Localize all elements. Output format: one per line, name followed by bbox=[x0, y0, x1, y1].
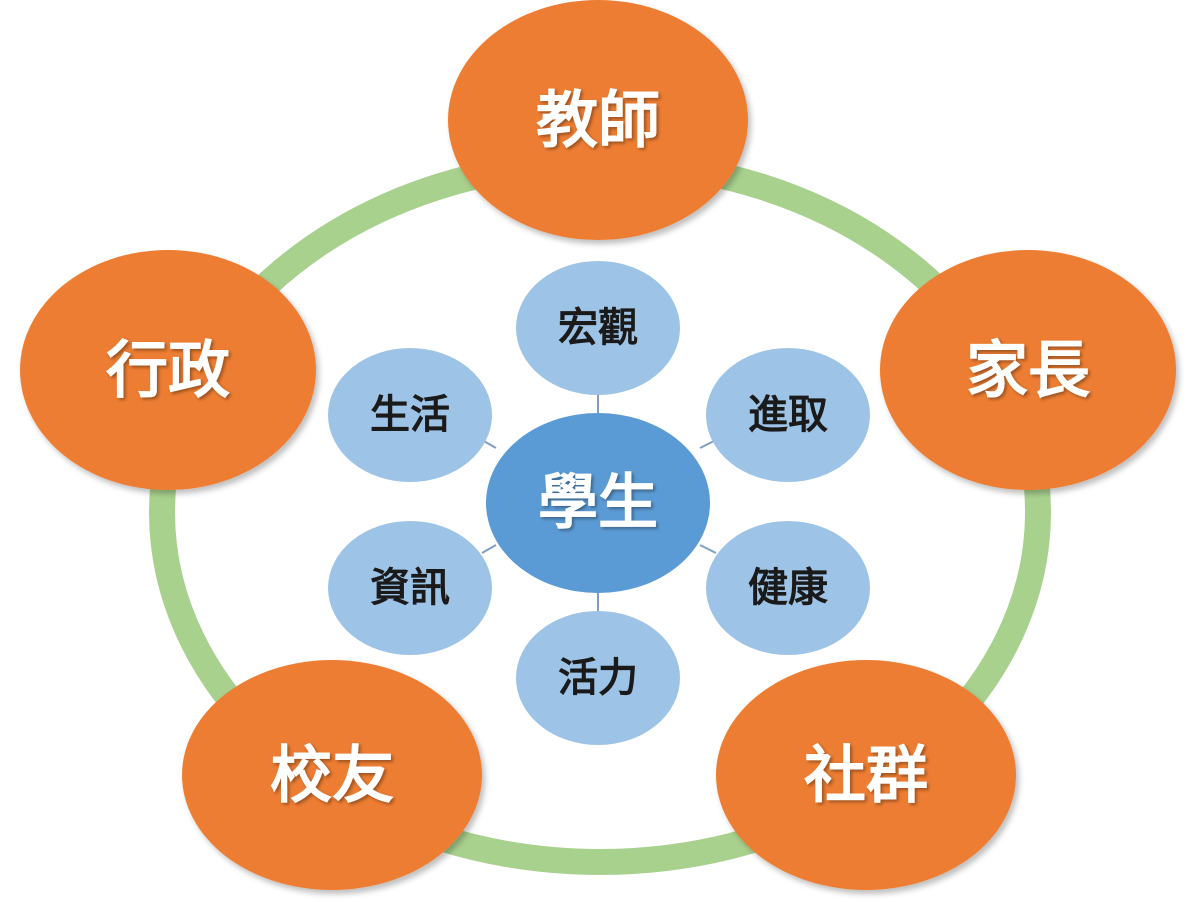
inner-node-health: 健康 bbox=[706, 521, 870, 655]
outer-node-label: 校友 bbox=[270, 739, 394, 812]
inner-node-shape bbox=[706, 521, 870, 655]
center-node-shape bbox=[486, 413, 710, 593]
outer-node-label: 教師 bbox=[536, 84, 660, 157]
inner-node-label: 宏觀 bbox=[558, 305, 638, 351]
outer-node-shape bbox=[448, 0, 748, 240]
outer-node-label: 行政 bbox=[106, 334, 230, 407]
inner-node-shape bbox=[516, 611, 680, 745]
inner-node-label: 健康 bbox=[748, 565, 828, 611]
outer-node-alumni: 校友 bbox=[182, 660, 482, 890]
inner-node-shape bbox=[328, 521, 492, 655]
connector-bottom-right bbox=[699, 544, 717, 554]
outer-node-parents: 家長 bbox=[880, 250, 1176, 490]
inner-node-vitality: 活力 bbox=[516, 611, 680, 745]
inner-node-label: 進取 bbox=[748, 392, 828, 438]
outer-node-shape bbox=[716, 660, 1016, 890]
inner-node-information: 資訊 bbox=[328, 521, 492, 655]
connector-bottom-left bbox=[481, 544, 497, 554]
inner-node-label: 生活 bbox=[370, 392, 450, 438]
inner-node-shape bbox=[328, 348, 492, 482]
outer-node-teacher: 教師 bbox=[448, 0, 748, 240]
inner-node-shape bbox=[706, 348, 870, 482]
inner-node-shape bbox=[516, 261, 680, 395]
outer-node-label: 社群 bbox=[804, 739, 928, 812]
inner-node-label: 活力 bbox=[558, 655, 638, 701]
inner-node-label: 資訊 bbox=[370, 565, 450, 611]
center-node-label: 學生 bbox=[538, 468, 658, 538]
outer-node-shape bbox=[880, 250, 1176, 490]
outer-node-administration: 行政 bbox=[20, 250, 316, 490]
inner-node-life: 生活 bbox=[328, 348, 492, 482]
inner-node-macro: 宏觀 bbox=[516, 261, 680, 395]
center-node-student: 學生 bbox=[486, 413, 710, 593]
outer-node-label: 家長 bbox=[966, 334, 1091, 407]
outer-node-community: 社群 bbox=[716, 660, 1016, 890]
inner-node-progress: 進取 bbox=[706, 348, 870, 482]
outer-node-shape bbox=[20, 250, 316, 490]
outer-node-shape bbox=[182, 660, 482, 890]
